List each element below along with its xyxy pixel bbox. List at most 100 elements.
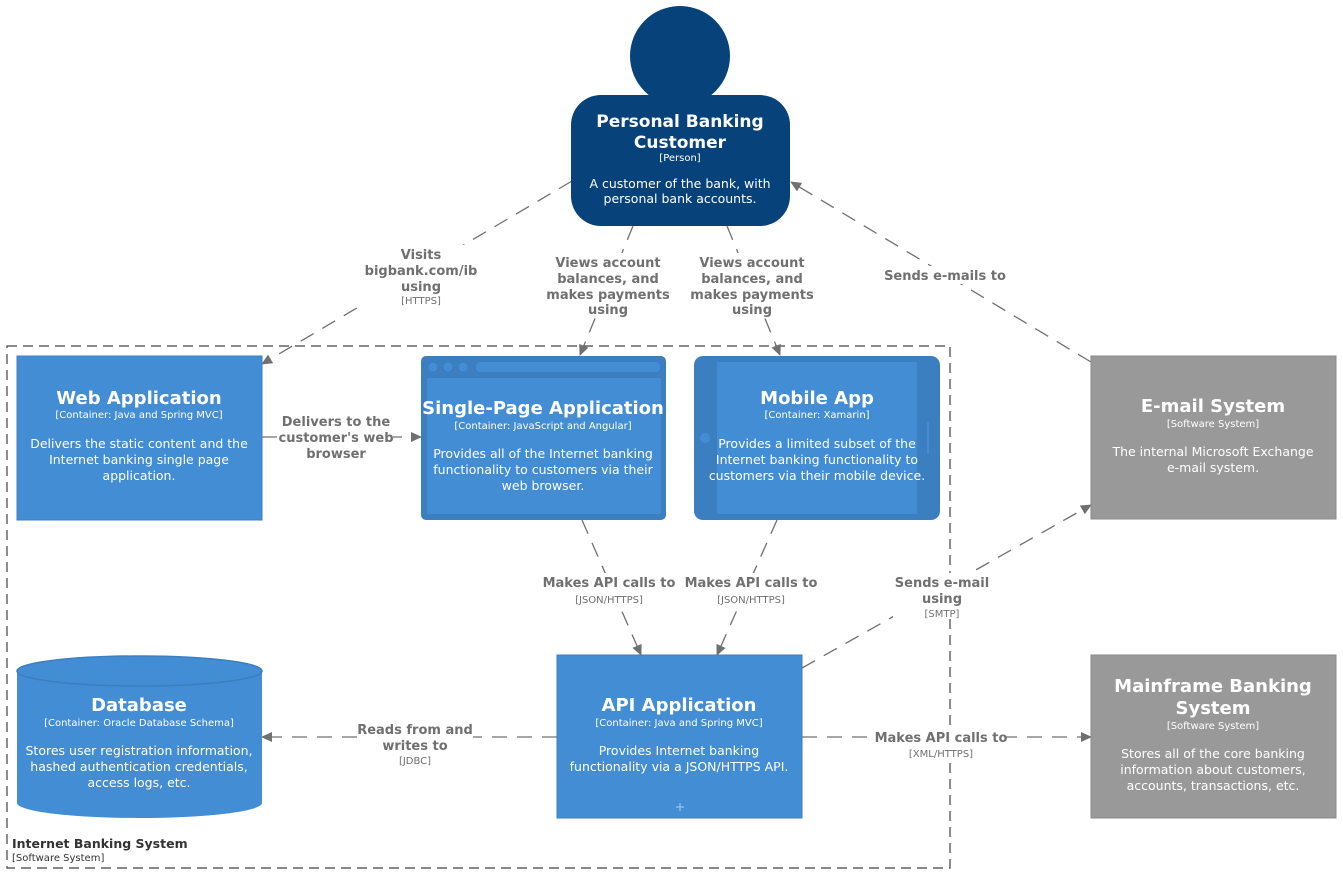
delivers-line1: Delivers to the xyxy=(282,415,391,430)
device-speaker-icon xyxy=(927,422,929,454)
email-desc-line1: The internal Microsoft Exchange xyxy=(1111,444,1313,459)
api-db-line2: writes to xyxy=(382,739,447,754)
api-mainframe-line1: Makes API calls to xyxy=(875,731,1008,746)
sends-emails-line1: Sends e-mails to xyxy=(884,269,1006,284)
customer-tag: [Person] xyxy=(659,153,701,164)
relationship-label-mobile-api: Makes API calls to [JSON/HTTPS] xyxy=(685,573,818,606)
expand-plus-icon[interactable] xyxy=(676,803,684,811)
api-email-tech: [SMTP] xyxy=(925,609,960,620)
api-desc-line1: Provides Internet banking xyxy=(599,743,760,758)
webapp-desc-line3: application. xyxy=(103,468,176,483)
webapp-tag: [Container: Java and Spring MVC] xyxy=(55,410,222,421)
browser-dot-icon xyxy=(443,362,453,372)
views-spa-line1: Views account xyxy=(555,256,660,271)
browser-address-bar xyxy=(476,362,660,372)
edge-api-email xyxy=(801,504,1092,669)
views-mobile-line1: Views account xyxy=(699,256,804,271)
device-screen xyxy=(717,362,917,514)
relationship-label-spa-api: Makes API calls to [JSON/HTTPS] xyxy=(543,573,676,606)
mainframe-desc-line1: Stores all of the core banking xyxy=(1121,746,1305,761)
spa-desc-line3: web browser. xyxy=(502,478,585,493)
visits-line1: Visits xyxy=(401,248,442,263)
browser-dot-icon xyxy=(428,362,438,372)
database-desc-line1: Stores user registration information, xyxy=(26,743,253,758)
api-db-tech: [JDBC] xyxy=(399,756,431,767)
api-title: API Application xyxy=(602,695,757,716)
mainframe-title-line1: Mainframe Banking xyxy=(1114,676,1312,697)
spa-desc-line1: Provides all of the Internet banking xyxy=(433,446,653,461)
mobile-api-tech: [JSON/HTTPS] xyxy=(717,595,785,606)
views-spa-line2: balances, and xyxy=(557,272,659,287)
spa-desc-line2: functionality to customers via their xyxy=(433,462,653,477)
delivers-line2: customer's web xyxy=(279,431,394,446)
api-email-line2: using xyxy=(922,592,962,607)
email-title: E-mail System xyxy=(1141,396,1285,417)
views-mobile-line4: using xyxy=(732,303,772,318)
edge-sends-emails xyxy=(790,181,1092,363)
database-tag: [Container: Oracle Database Schema] xyxy=(44,718,234,729)
relationship-label-views-mobile: Views account balances, and makes paymen… xyxy=(690,253,814,318)
database-desc-line2: hashed authentication credentials, xyxy=(30,759,247,774)
relationship-label-sends-emails: Sends e-mails to xyxy=(884,266,1006,284)
mobile-api-line1: Makes API calls to xyxy=(685,576,818,591)
database-container[interactable]: Database [Container: Oracle Database Sch… xyxy=(16,655,263,818)
spa-title: Single-Page Application xyxy=(422,398,664,419)
api-db-line1: Reads from and xyxy=(357,723,473,738)
person-head-shape xyxy=(630,6,730,106)
mainframe-title-line2: System xyxy=(1176,698,1251,719)
cylinder-body-shape xyxy=(17,671,262,818)
mobile-desc-line1: Provides a limited subset of the xyxy=(718,436,916,451)
personal-banking-customer[interactable]: Personal Banking Customer [Person] A cus… xyxy=(571,6,790,226)
spa-tag: [Container: JavaScript and Angular] xyxy=(454,421,631,432)
spa-api-line1: Makes API calls to xyxy=(543,576,676,591)
relationship-label-visits: Visits bigbank.com/ib using [HTTPS] xyxy=(365,245,478,307)
relationship-label-api-db: Reads from and writes to [JDBC] xyxy=(357,720,473,767)
customer-desc-line1: A customer of the bank, with xyxy=(589,176,770,191)
views-mobile-line2: balances, and xyxy=(701,272,803,287)
visits-tech: [HTTPS] xyxy=(401,296,441,307)
device-home-button-icon xyxy=(700,433,710,443)
customer-title-line2: Customer xyxy=(634,133,727,153)
visits-line2: bigbank.com/ib xyxy=(365,264,478,279)
mobile-title: Mobile App xyxy=(760,388,874,409)
api-email-line1: Sends e-mail xyxy=(895,576,989,591)
api-tag: [Container: Java and Spring MVC] xyxy=(595,718,762,729)
mobile-app-container[interactable]: Mobile App [Container: Xamarin] Provides… xyxy=(694,356,940,520)
mobile-tag: [Container: Xamarin] xyxy=(764,410,869,421)
person-body-shape xyxy=(571,95,790,226)
database-title: Database xyxy=(91,695,187,716)
relationship-label-api-email: Sends e-mail using [SMTP] xyxy=(893,573,991,620)
email-desc-line2: e-mail system. xyxy=(1167,460,1259,475)
api-application-container[interactable]: API Application [Container: Java and Spr… xyxy=(556,654,803,819)
customer-title-line1: Personal Banking xyxy=(596,112,763,132)
relationship-label-views-spa: Views account balances, and makes paymen… xyxy=(546,253,670,318)
single-page-application-container[interactable]: Single-Page Application [Container: Java… xyxy=(421,356,666,520)
web-application-container[interactable]: Web Application [Container: Java and Spr… xyxy=(16,355,263,521)
spa-api-tech: [JSON/HTTPS] xyxy=(575,595,643,606)
relationship-label-delivers: Delivers to the customer's web browser xyxy=(279,413,394,463)
api-mainframe-tech: [XML/HTTPS] xyxy=(909,749,973,760)
views-spa-line4: using xyxy=(588,303,628,318)
views-spa-line3: makes payments xyxy=(546,288,670,303)
visits-line3: using xyxy=(401,280,441,295)
mainframe-banking-system[interactable]: Mainframe Banking System [Software Syste… xyxy=(1090,654,1337,819)
views-mobile-line3: makes payments xyxy=(690,288,814,303)
webapp-desc-line1: Delivers the static content and the xyxy=(30,436,248,451)
email-system[interactable]: E-mail System [Software System] The inte… xyxy=(1090,355,1337,520)
relationship-label-api-mainframe: Makes API calls to [XML/HTTPS] xyxy=(875,728,1008,760)
browser-viewport xyxy=(427,378,661,514)
database-desc-line3: access logs, etc. xyxy=(87,775,190,790)
mainframe-desc-line2: information about customers, xyxy=(1120,762,1306,777)
delivers-line3: browser xyxy=(306,447,366,462)
email-tag: [Software System] xyxy=(1167,419,1259,430)
customer-desc-line2: personal bank accounts. xyxy=(604,191,757,206)
cylinder-top-shape xyxy=(16,655,263,687)
boundary-title: Internet Banking System xyxy=(12,836,188,851)
webapp-title: Web Application xyxy=(56,388,221,409)
mobile-desc-line2: Internet banking functionality to xyxy=(716,452,918,467)
boundary-tag: [Software System] xyxy=(12,853,104,864)
browser-dot-icon xyxy=(458,362,468,372)
mainframe-tag: [Software System] xyxy=(1167,721,1259,732)
webapp-desc-line2: Internet banking single page xyxy=(49,452,229,467)
